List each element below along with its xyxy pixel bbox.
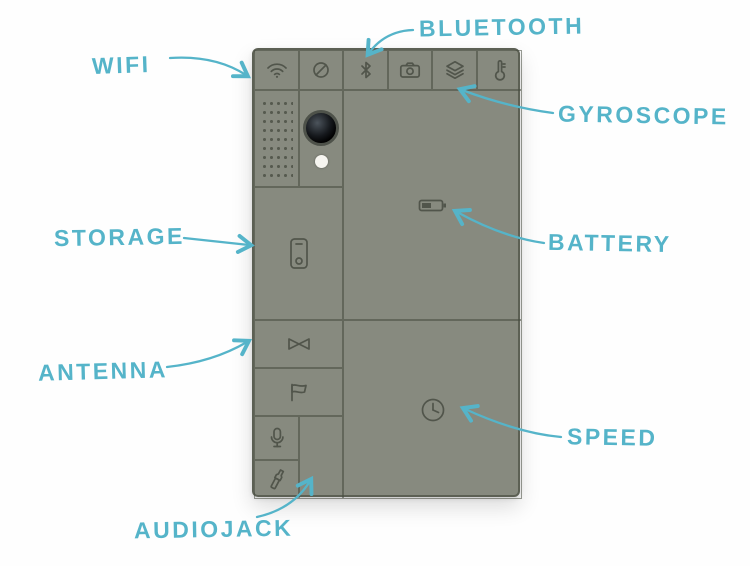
- storage-label: STORAGE: [53, 222, 186, 252]
- antenna-label: ANTENNA: [37, 356, 169, 386]
- module-battery: [343, 90, 522, 320]
- microphone-icon: [267, 426, 287, 450]
- thermometer-icon: [494, 59, 506, 81]
- battery-label: BATTERY: [547, 228, 672, 258]
- bluetooth-icon: [358, 60, 374, 80]
- no-signal-icon: [311, 60, 331, 80]
- module-audiojack: [254, 460, 299, 499]
- wifi-label: WIFI: [91, 50, 151, 80]
- audiojack-label: AUDIOJACK: [133, 514, 294, 544]
- antenna-arrow: [165, 338, 253, 369]
- module-antenna: [254, 320, 343, 368]
- module-bluetooth-tile: [343, 50, 388, 90]
- flag-icon: [287, 381, 311, 403]
- module-camera-lens: [299, 90, 343, 187]
- clock-icon: [418, 395, 448, 425]
- module-wifi-tile: [254, 50, 299, 90]
- storage-arrow: [182, 233, 255, 254]
- module-flag: [254, 368, 343, 416]
- bluetooth-label: BLUETOOTH: [418, 12, 585, 42]
- antenna-icon: [286, 336, 312, 352]
- audiojack-icon: [265, 467, 289, 493]
- battery-icon: [418, 197, 448, 214]
- storage-icon: [282, 234, 316, 274]
- module-camera-tile: [388, 50, 432, 90]
- wifi-icon: [266, 61, 288, 79]
- module-speed: [343, 320, 522, 499]
- modular-phone-body: [252, 48, 520, 497]
- module-no-signal-tile: [299, 50, 343, 90]
- module-microphone: [254, 416, 299, 460]
- wifi-arrow: [168, 56, 251, 79]
- module-gyroscope-tile: [432, 50, 477, 90]
- flash-led-icon: [314, 154, 328, 168]
- module-blank: [299, 416, 343, 499]
- module-thermometer-tile: [477, 50, 522, 90]
- gyroscope-label: GYROSCOPE: [557, 100, 729, 130]
- module-speaker: [254, 90, 299, 187]
- speaker-grille-icon: [260, 99, 293, 178]
- gyroscope-icon: [444, 60, 466, 80]
- camera-lens-icon: [303, 109, 339, 146]
- camera-icon: [399, 61, 421, 79]
- speed-label: SPEED: [566, 423, 658, 451]
- module-storage: [254, 187, 343, 320]
